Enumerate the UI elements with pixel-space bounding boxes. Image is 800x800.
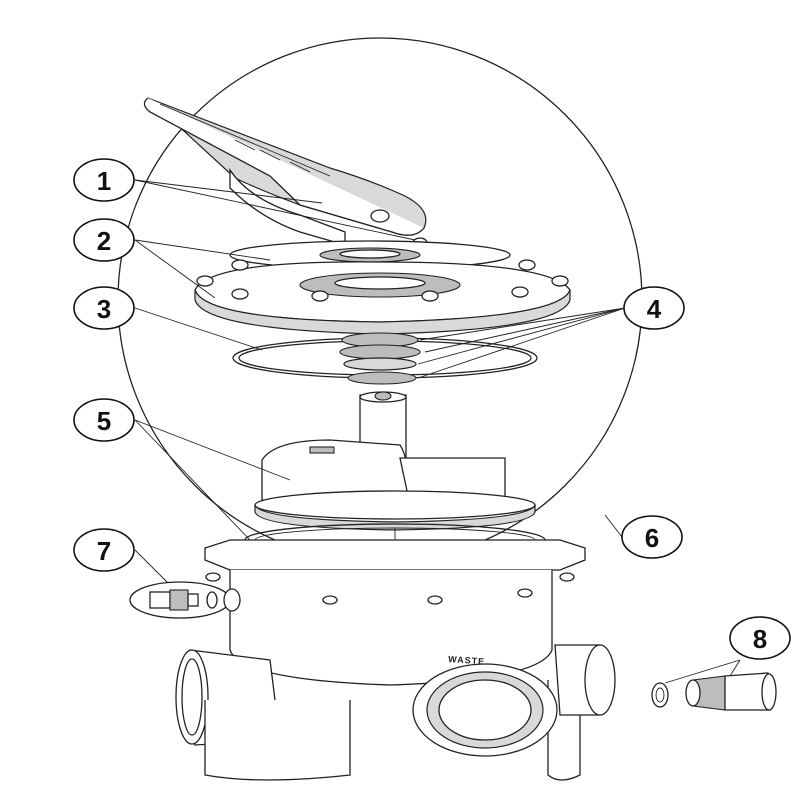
callout-7: 7	[73, 528, 135, 572]
union-fittings	[651, 672, 777, 711]
callout-3: 3	[73, 286, 135, 330]
callout-4: 4	[623, 286, 685, 330]
callout-1: 1	[73, 158, 135, 202]
callout-7-label: 7	[97, 536, 111, 566]
handle-assembly	[143, 97, 428, 249]
callout-2-label: 2	[97, 226, 111, 256]
callout-4-label: 4	[647, 294, 662, 324]
callout-3-label: 3	[97, 294, 111, 324]
rotor-diverter-assembly	[244, 391, 546, 557]
waste-port-marking: WASTE	[448, 654, 486, 667]
callout-8: 8	[729, 616, 791, 660]
flange-bolts	[196, 259, 569, 302]
callout-6-label: 6	[645, 523, 659, 553]
callout-2: 2	[73, 218, 135, 262]
callout-8-label: 8	[753, 624, 767, 654]
callout-1-label: 1	[97, 166, 111, 196]
shaft-seal-rings	[339, 332, 421, 385]
drain-plug-inset	[129, 581, 241, 619]
callout-6: 6	[621, 515, 683, 559]
callout-5-label: 5	[97, 406, 111, 436]
leader-lines	[134, 179, 741, 684]
valve-body: WASTE	[175, 539, 616, 781]
callout-5: 5	[73, 398, 135, 442]
top-cover-assembly	[194, 240, 571, 335]
